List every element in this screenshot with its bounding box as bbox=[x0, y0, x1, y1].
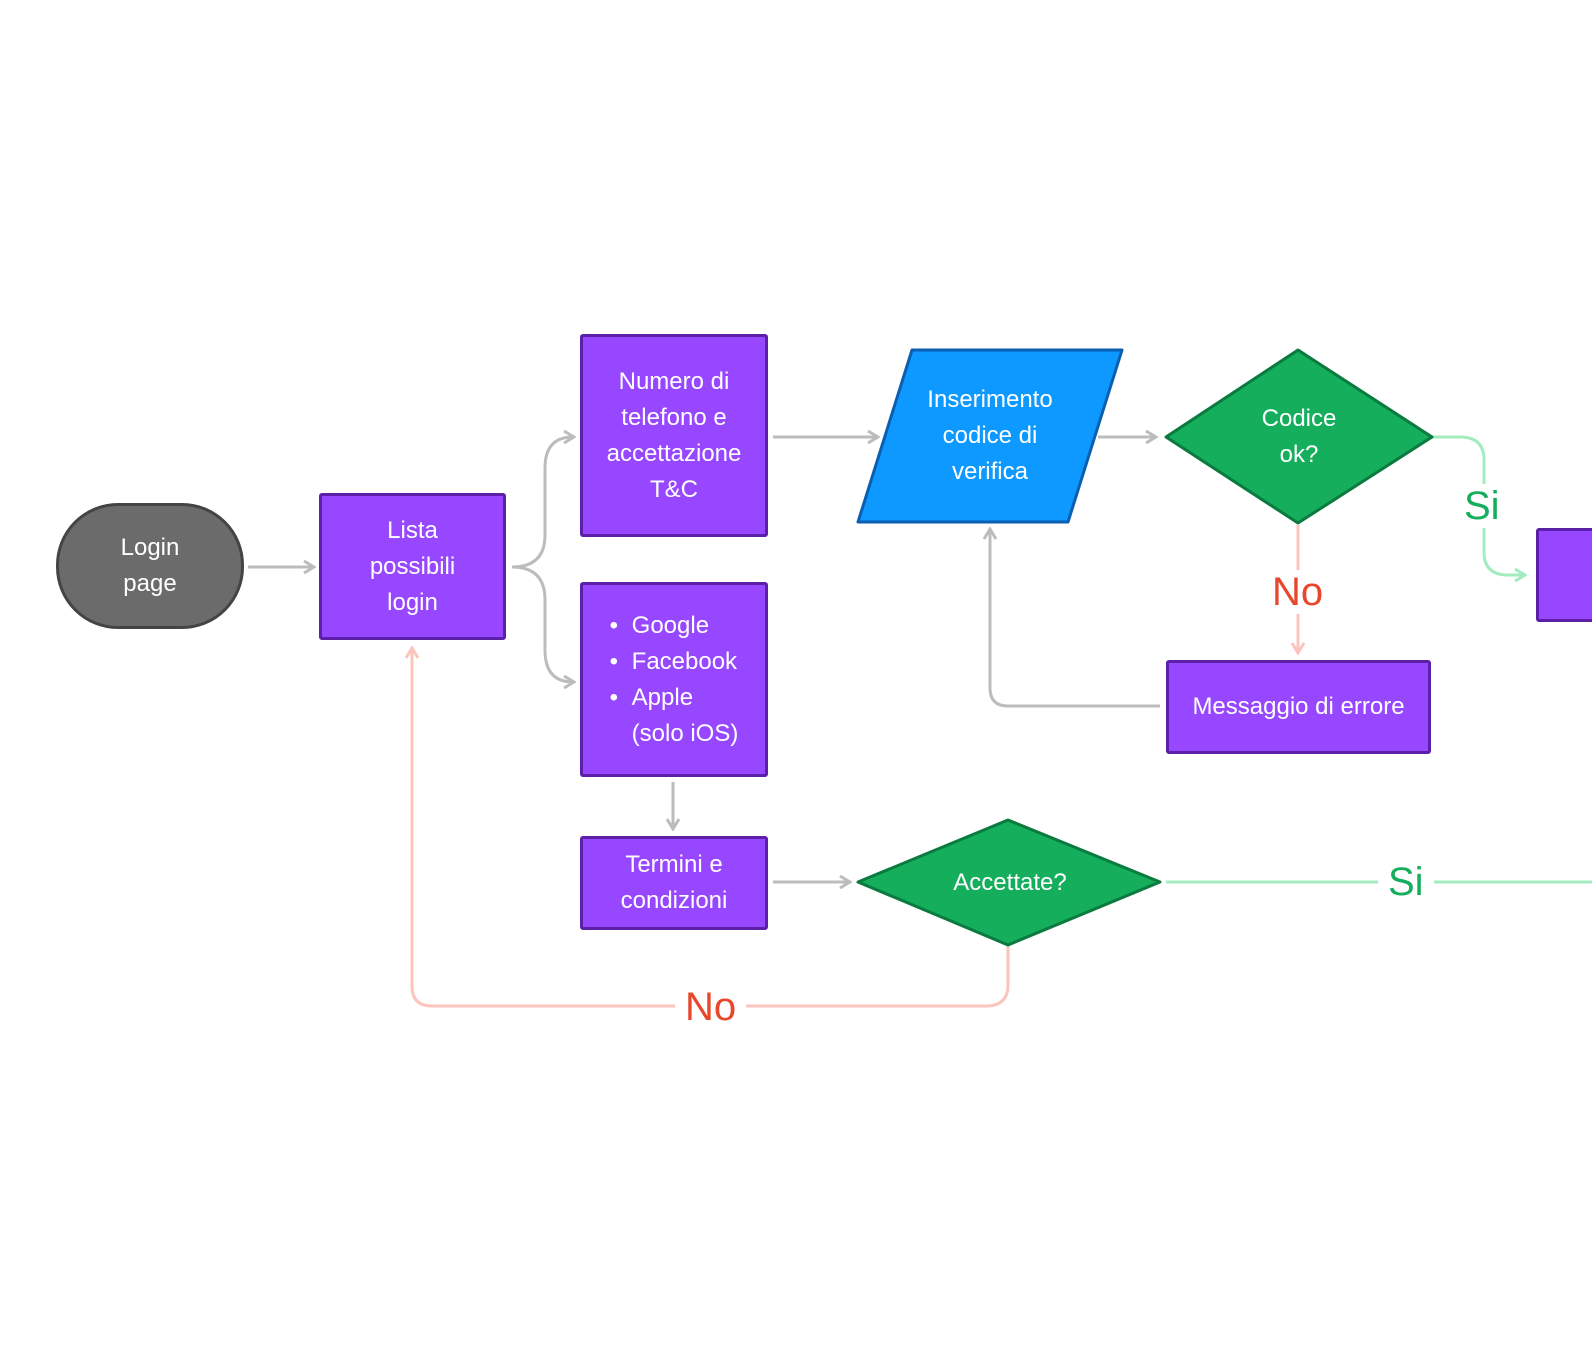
social-item-google: Google bbox=[610, 608, 739, 644]
process-termini-condizioni[interactable]: Termini e condizioni bbox=[580, 836, 768, 930]
edge-lista-to-social bbox=[511, 565, 573, 682]
decision-codice-shape[interactable] bbox=[1164, 348, 1434, 525]
process-numero-telefono[interactable]: Numero di telefono e accettazione T&C bbox=[580, 334, 768, 537]
social-item-apple-note: (solo iOS) bbox=[631, 719, 739, 747]
io-inserimento-label: Inserimento codice di verifica bbox=[927, 386, 1053, 485]
edge-lista-to-numero bbox=[511, 437, 573, 569]
edge-label-no-accettate: No bbox=[675, 985, 747, 1029]
decision-accettate-label: Accettate? bbox=[953, 868, 1067, 896]
process-lista-possibili-login[interactable]: Lista possibili login bbox=[319, 493, 506, 640]
process-next-cropped[interactable] bbox=[1536, 528, 1592, 622]
terminal-login-page[interactable]: Login page bbox=[56, 503, 244, 629]
process-messaggio-errore[interactable]: Messaggio di errore bbox=[1166, 660, 1431, 754]
process-messaggio-label: Messaggio di errore bbox=[1192, 693, 1405, 720]
edge-label-si-accettate: Si bbox=[1378, 860, 1434, 904]
process-termini-label: Termini e condizioni bbox=[620, 851, 728, 914]
decision-accettate-shape[interactable] bbox=[856, 818, 1162, 947]
decision-codice-label: Codice ok? bbox=[1261, 404, 1337, 468]
edge-messaggio-to-inserimento bbox=[990, 530, 1160, 708]
social-login-list: Google Facebook Apple (solo iOS) bbox=[610, 608, 739, 752]
process-lista-label: Lista possibili login bbox=[369, 516, 456, 616]
terminal-login-page-label: Login page bbox=[120, 534, 180, 597]
process-social-login[interactable]: Google Facebook Apple (solo iOS) bbox=[580, 582, 768, 777]
io-inserimento-shape[interactable] bbox=[856, 348, 1124, 524]
social-item-apple: Apple bbox=[610, 680, 739, 716]
edge-label-si-codice: Si bbox=[1454, 484, 1510, 528]
process-numero-label: Numero di telefono e accettazione T&C bbox=[606, 367, 742, 503]
social-item-facebook: Facebook bbox=[610, 644, 739, 680]
edge-label-no-codice: No bbox=[1262, 570, 1334, 614]
